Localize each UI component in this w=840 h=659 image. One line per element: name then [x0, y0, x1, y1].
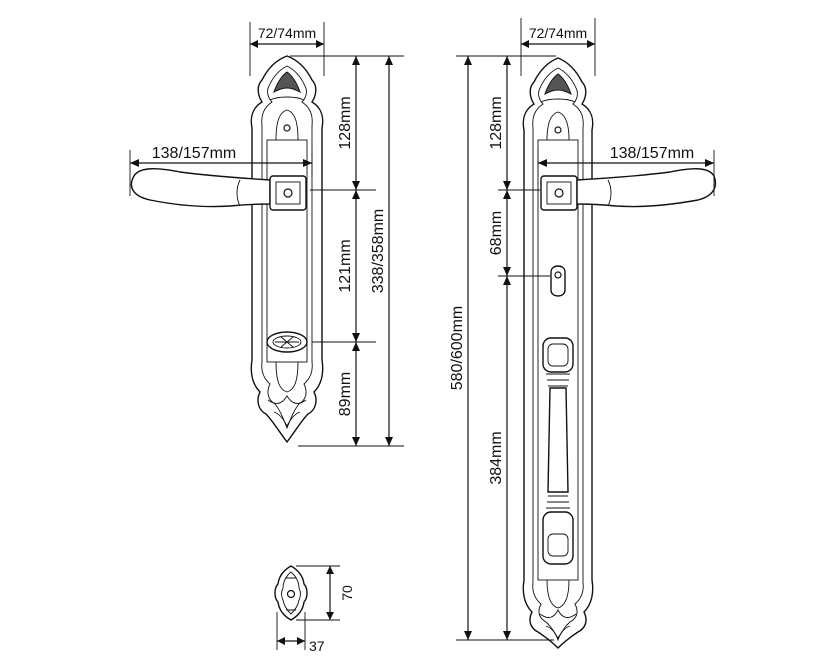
grip-bottom-cap	[542, 511, 574, 565]
left-top-label: 128mm	[337, 96, 354, 149]
rosette-height-label: 70	[339, 585, 355, 601]
left-plate-bottom-ornament-2	[273, 411, 301, 428]
right-width-label: 72/74mm	[529, 25, 587, 41]
left-bottom-label: 89mm	[337, 372, 354, 416]
left-plate-arch	[275, 109, 299, 141]
grip-bottom-cap-inner	[547, 533, 569, 557]
grip-top-cap	[542, 337, 574, 373]
rosette-keyhole	[286, 589, 296, 599]
right-plate-screw-top	[554, 126, 562, 134]
dim-rosette-height: 70	[296, 565, 355, 621]
right-lever-handle	[576, 168, 717, 208]
right-lever-rose-inner	[546, 181, 572, 205]
left-lever-rose	[269, 175, 307, 211]
grip-top-cap-inner	[547, 343, 569, 367]
left-lever-label: 138/157mm	[152, 145, 237, 162]
right-plate-arch	[546, 111, 570, 141]
left-plate-top-ornament	[273, 71, 301, 93]
right-lever	[540, 168, 717, 211]
left-lever	[130, 168, 307, 211]
dim-left-total: 338/358mm	[370, 56, 393, 446]
left-plate-bottom-ornament	[267, 395, 307, 404]
left-plate-bottom-arch	[275, 361, 299, 393]
grip-bottom-rings	[546, 495, 570, 509]
left-lever-rose-inner	[275, 181, 301, 205]
right-lever-label: 138/157mm	[610, 145, 695, 162]
left-plate	[250, 55, 324, 444]
right-plate-bottom-arch	[546, 579, 570, 609]
right-plate-cylinder	[550, 265, 566, 297]
right-extension-lines	[456, 55, 556, 641]
grip-bar	[547, 387, 569, 493]
grip-top-rings	[546, 373, 570, 387]
rosette-outline	[274, 565, 308, 621]
dim-right-mid: 68mm	[488, 190, 511, 276]
dim-left-width: 72/74mm	[249, 22, 325, 76]
left-lever-handle	[130, 168, 271, 208]
left-lever-detail	[236, 179, 241, 207]
left-plate-screw-top	[283, 124, 291, 132]
right-plate-cylinder-pin	[554, 271, 562, 279]
rosette-width-label: 37	[309, 638, 325, 654]
dim-right-grip: 384mm	[488, 276, 511, 640]
dim-left-bottom: 89mm	[337, 342, 360, 446]
dim-left-middle: 121mm	[337, 190, 360, 342]
dim-left-top: 128mm	[337, 56, 360, 190]
right-plate-top-ornament	[544, 73, 572, 95]
left-middle-label: 121mm	[337, 239, 354, 292]
right-grip-label: 384mm	[488, 431, 505, 484]
rosette-inner	[281, 571, 301, 615]
right-top-label: 128mm	[488, 96, 505, 149]
rosette-detail	[286, 577, 296, 611]
right-plate-panel	[537, 139, 579, 581]
right-plate-ornament-line	[540, 98, 576, 103]
left-plate-inner	[261, 65, 313, 430]
right-lever-rose	[540, 175, 578, 211]
left-plate-escutcheon-inner	[272, 335, 302, 349]
dim-rosette-width: 37	[276, 612, 325, 654]
right-plate-bottom-ornament-2	[545, 625, 571, 642]
dim-right-total: 580/600mm	[449, 56, 472, 640]
left-lever-spindle	[283, 188, 293, 198]
right-plate-bottom-ornament	[539, 608, 577, 618]
rosette	[274, 565, 308, 621]
right-total-label: 580/600mm	[449, 306, 466, 391]
left-plate-panel	[266, 139, 308, 363]
right-mid-label: 68mm	[488, 211, 505, 255]
left-total-label: 338/358mm	[370, 209, 387, 294]
left-width-label: 72/74mm	[258, 25, 316, 41]
pull-grip	[542, 337, 574, 565]
left-extension-lines	[290, 55, 404, 447]
left-plate-escutcheon-pattern	[275, 336, 299, 348]
dim-right-lever: 138/157mm	[537, 145, 715, 196]
dim-right-width: 72/74mm	[520, 18, 596, 76]
right-lever-detail	[607, 179, 612, 207]
right-plate-inner	[532, 67, 584, 639]
dim-right-top: 128mm	[488, 56, 511, 190]
right-lever-spindle	[554, 188, 564, 198]
left-plate-ornament-line	[269, 96, 305, 101]
dim-left-lever: 138/157mm	[129, 145, 313, 196]
